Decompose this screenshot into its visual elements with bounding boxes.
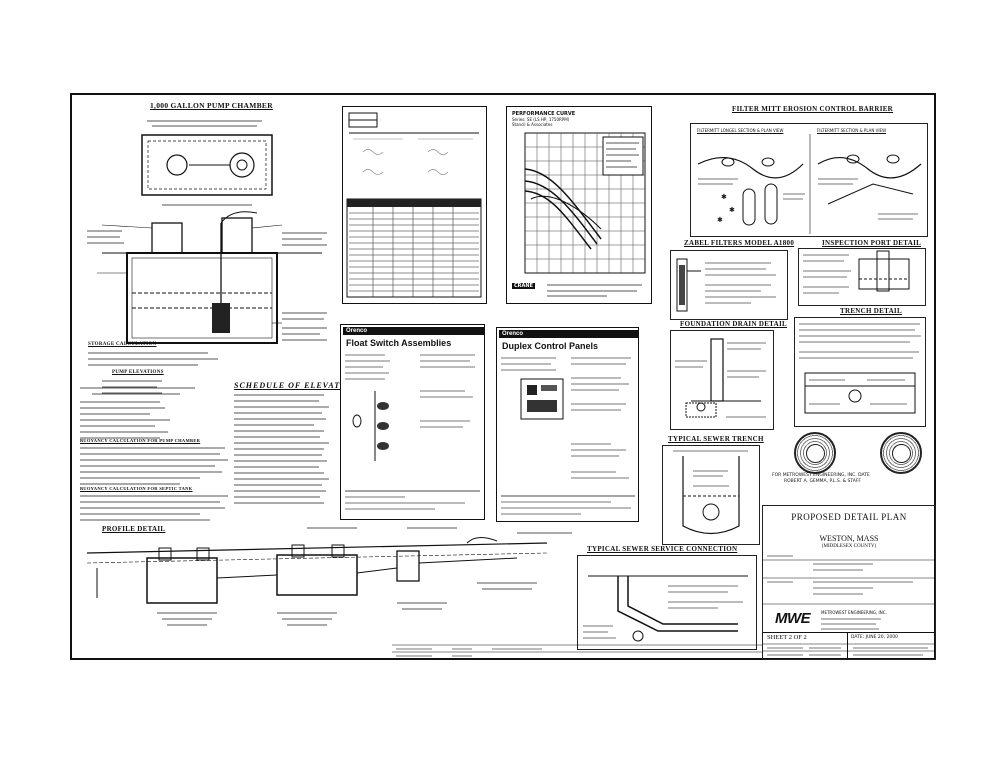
plan-title: PROPOSED DETAIL PLAN <box>791 512 907 522</box>
sheet-number: SHEET 2 OF 2 <box>767 634 807 641</box>
foundation-detail-box <box>670 330 774 430</box>
foundation-title: FOUNDATION DRAIN DETAIL <box>680 320 787 328</box>
duplex-title: Duplex Control Panels <box>502 341 599 351</box>
erosion-left-caption: FILTERMITT LONGEL SECTION & PLAN VIEW <box>697 128 784 133</box>
bottom-strip <box>392 644 762 657</box>
schedule-lines <box>234 394 329 504</box>
erosion-drawing: ✱✱✱ <box>697 134 922 234</box>
profile-drawing <box>86 527 572 626</box>
sewer-service-box <box>577 555 757 650</box>
erosion-title: FILTER MITT EROSION CONTROL BARRIER <box>732 105 894 113</box>
engineer-seal-left <box>794 432 836 474</box>
title-block-vdivider <box>847 632 848 660</box>
erosion-detail-box: FILTERMITT LONGEL SECTION & PLAN VIEW FI… <box>690 123 928 237</box>
town-name: WESTON, MASS <box>819 534 879 543</box>
performance-footer-lines <box>547 284 642 297</box>
pump-spec-table <box>346 112 482 298</box>
svg-text:✱: ✱ <box>729 206 735 214</box>
mwe-logo: MWE <box>775 610 811 627</box>
inspection-title: INSPECTION PORT DETAIL <box>822 239 922 247</box>
performance-title: PERFORMANCE CURVE <box>512 111 576 117</box>
firm-address-lines <box>821 618 881 630</box>
duplex-brand: Orenco <box>499 330 639 338</box>
pump-spec-table-panel <box>342 106 487 304</box>
inspection-detail-box <box>798 248 926 306</box>
buoyancy-tank-lines <box>80 495 228 521</box>
float-switch-body <box>345 354 480 510</box>
engineer-line-1: FOR METROWEST ENGINEERING, INC. DATE <box>772 473 870 478</box>
schedule-title: SCHEDULE OF ELEVATIONS <box>234 381 364 390</box>
crane-logo: CRANE <box>512 283 535 289</box>
pump-notes-lines <box>80 387 195 439</box>
performance-maker: Stancil & Associates <box>512 122 553 127</box>
duplex-body <box>501 357 635 515</box>
duplex-control-panel: Orenco Duplex Control Panels <box>496 327 639 522</box>
profile-title: PROFILE DETAIL <box>102 525 166 533</box>
float-switch-brand: Orenco <box>343 327 485 335</box>
firm-name: METROWEST ENGINEERING, INC. <box>821 610 887 615</box>
zabel-drawing <box>676 258 776 312</box>
performance-chart <box>524 132 646 274</box>
pump-elevations-lines <box>102 380 162 394</box>
trench-title: TRENCH DETAIL <box>840 307 902 315</box>
storage-heading: STORAGE CALCULATION <box>88 342 157 347</box>
engineer-seal-right <box>880 432 922 474</box>
trench-drawing <box>799 323 921 414</box>
sheet-date: DATE: JUNE 20, 2000 <box>851 635 898 640</box>
drawing-sheet: 1,000 GALLON PUMP CHAMBER <box>70 93 936 660</box>
county-name: (MIDDLESEX COUNTY) <box>821 544 877 549</box>
svg-text:✱: ✱ <box>721 193 727 201</box>
sewer-trench-title: TYPICAL SEWER TRENCH <box>668 435 764 443</box>
sewer-trench-box <box>662 445 760 545</box>
sewer-trench-drawing <box>673 450 748 535</box>
title-block-rules <box>763 555 935 605</box>
trench-detail-box <box>794 317 926 427</box>
title-block-divider <box>763 632 935 633</box>
title-block: PROPOSED DETAIL PLAN WESTON, MASS (MIDDL… <box>762 505 936 660</box>
inspection-drawing <box>803 250 910 294</box>
pump-chamber-title: 1,000 GALLON PUMP CHAMBER <box>150 101 273 110</box>
foundation-drawing <box>675 338 766 418</box>
buoyancy-heading: BUOYANCY CALCULATION FOR PUMP CHAMBER <box>80 438 201 443</box>
buoyancy-tank-heading: BUOYANCY CALCULATION FOR SEPTIC TANK <box>80 486 193 491</box>
sewer-service-title: TYPICAL SEWER SERVICE CONNECTION <box>587 545 738 553</box>
sewer-service-drawing <box>583 575 748 642</box>
float-switch-title: Float Switch Assemblies <box>346 338 452 348</box>
erosion-right-caption: FILTERMITT SECTION & PLAN VIEW <box>817 128 887 133</box>
performance-subtitle: Series: SE (LS HP, 1750RPM) <box>512 117 570 122</box>
storage-text-lines <box>88 352 218 366</box>
float-switch-panel: Orenco Float Switch Assemblies <box>340 324 485 520</box>
pump-elevations-heading: PUMP ELEVATIONS <box>112 370 164 375</box>
title-block-footer <box>763 643 935 656</box>
svg-text:✱: ✱ <box>717 216 723 224</box>
pump-chamber-drawing <box>87 120 327 344</box>
performance-curve-panel: PERFORMANCE CURVE Series: SE (LS HP, 175… <box>506 106 652 304</box>
buoyancy-lines <box>80 447 228 485</box>
zabel-title: ZABEL FILTERS MODEL A1800 <box>684 239 795 247</box>
engineer-line-2: ROBERT A. GEMMA, P.L.S. & STAFF <box>784 479 862 484</box>
zabel-detail-box <box>670 250 788 320</box>
